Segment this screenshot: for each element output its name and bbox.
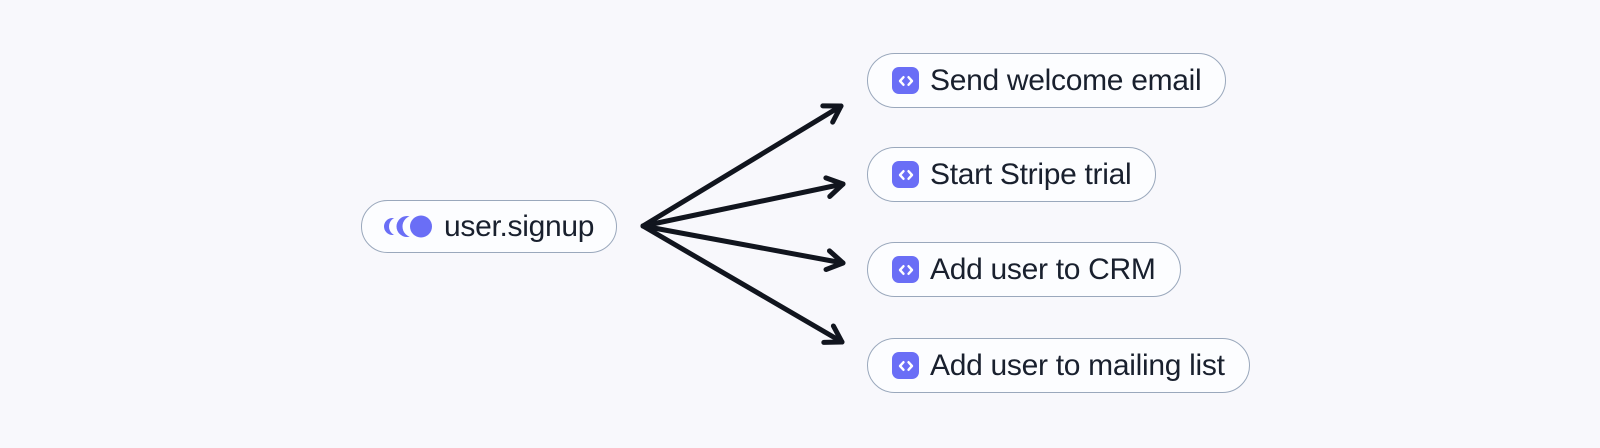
function-label: Send welcome email	[930, 63, 1202, 97]
function-pill-send-welcome-email: Send welcome email	[867, 53, 1227, 108]
function-pill-add-user-to-crm: Add user to CRM	[867, 242, 1181, 297]
code-icon	[892, 352, 919, 379]
arrow-to-start-stripe-trial	[640, 175, 846, 229]
code-icon	[892, 161, 919, 188]
arrow-to-add-user-to-mailing-list	[640, 223, 845, 345]
function-label: Add user to CRM	[930, 252, 1156, 286]
function-pill-add-user-to-mailing-list: Add user to mailing list	[867, 338, 1250, 393]
arrow-to-send-welcome-email	[640, 103, 844, 229]
event-pill-user-signup: user.signup	[361, 200, 618, 253]
code-icon	[892, 67, 919, 94]
code-icon	[892, 256, 919, 283]
function-pill-start-stripe-trial: Start Stripe trial	[867, 147, 1157, 202]
function-label: Add user to mailing list	[930, 348, 1225, 382]
arrow-to-add-user-to-crm	[640, 223, 846, 273]
function-label: Start Stripe trial	[930, 157, 1132, 191]
event-ripple-icon	[384, 215, 432, 238]
event-label: user.signup	[444, 209, 595, 243]
